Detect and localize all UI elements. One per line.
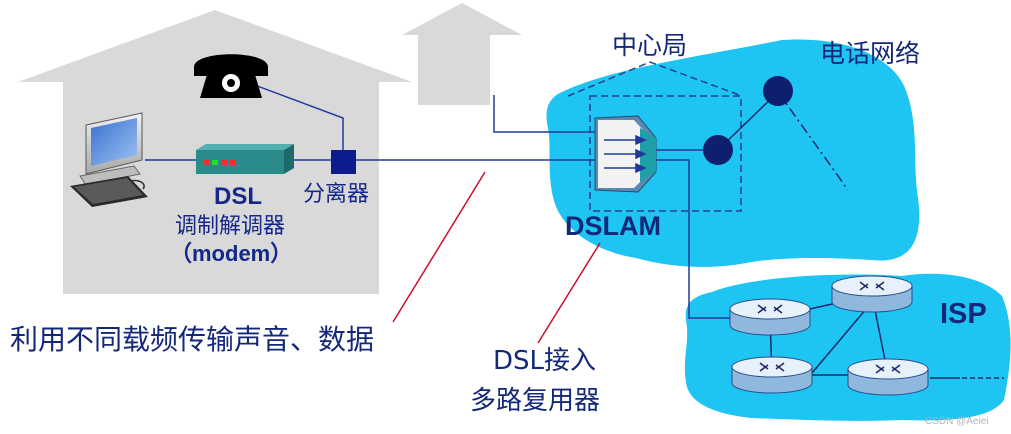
telephone-icon [194,54,268,98]
carrier-note-label: 利用不同载频传输声音、数据 [10,323,375,356]
phone-switch-node [703,135,733,165]
router-icon [731,356,813,394]
router-icon [831,275,913,313]
small-house [402,3,522,105]
watermark: CSDN @Aeiei [925,416,989,427]
modem-icon [196,144,294,174]
splitter-icon [331,150,356,174]
splitter-label: 分离器 [303,182,370,207]
modem-label-en: （modem） [170,241,293,266]
computer-icon [70,112,148,207]
router-icon [729,298,811,336]
modem-label-cn: 调制解调器 [175,214,286,239]
central-office-box [589,95,742,212]
home-house [18,10,412,294]
dslam-pointer-line [537,242,601,344]
router-icon [847,358,929,396]
home-wiring [145,83,598,161]
dslam-label: DSLAM [565,211,661,241]
dsl-label: DSL [214,183,262,210]
central-office-roof [567,61,743,97]
central-office-label: 中心局 [612,31,688,60]
dslam-description-line1: DSL接入 [493,346,597,376]
isp-label: ISP [940,298,987,330]
dslam-icon [594,115,657,193]
dslam-links [654,149,730,319]
telephone-network-label: 电话网络 [820,39,921,68]
carrier-pointer-line [392,171,486,323]
phone-network-node [763,76,793,106]
dslam-description-line2: 多路复用器 [470,386,601,416]
